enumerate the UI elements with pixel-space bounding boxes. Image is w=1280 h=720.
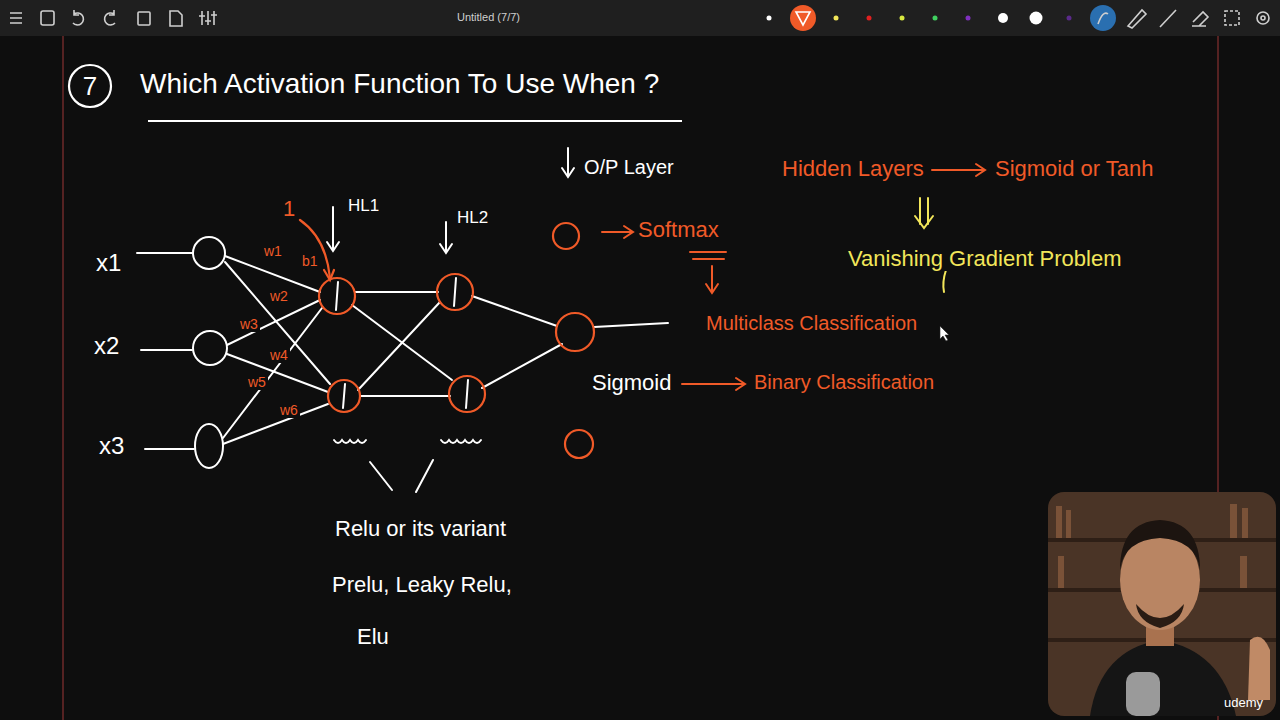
webcam-presenter: [1048, 492, 1276, 716]
layer-name: O/P Layer: [582, 156, 676, 179]
neural-network: [137, 148, 668, 492]
page-margins: [63, 36, 1218, 720]
bias-label: b1: [300, 253, 320, 269]
title-underline: [148, 120, 682, 122]
note-text: Prelu, Leaky Relu,: [330, 572, 514, 597]
task-name: Binary Classification: [752, 371, 936, 394]
annotation-arrows: [602, 164, 985, 390]
input-label: x2: [92, 332, 121, 360]
note-text: Elu: [355, 624, 391, 649]
note-text: Relu or its variant: [333, 516, 508, 541]
watermark: udemy: [1222, 696, 1265, 711]
input-label: x1: [94, 249, 123, 277]
layer-name: HL2: [455, 208, 490, 228]
layer-name: HL1: [346, 196, 381, 216]
note-text: Vanishing Gradient Problem: [846, 246, 1124, 271]
section-number: 7: [83, 73, 97, 99]
activation-name: Softmax: [636, 217, 721, 242]
bias-input: 1: [281, 196, 297, 221]
mouse-cursor: [940, 326, 949, 341]
weight-label: w3: [238, 316, 260, 332]
note-text: Sigmoid or Tanh: [993, 156, 1156, 181]
window-title: Untitled (7/7): [455, 11, 522, 24]
section-number-circle: 7: [67, 63, 113, 109]
weight-label: w2: [268, 288, 290, 304]
toolbar: [0, 0, 1280, 36]
task-name: Multiclass Classification: [704, 312, 919, 335]
weight-label: w5: [246, 374, 268, 390]
weight-label: w6: [278, 402, 300, 418]
weight-label: w4: [268, 347, 290, 363]
note-text: Hidden Layers: [780, 156, 926, 181]
weight-label: w1: [262, 243, 284, 259]
slide-title: Which Activation Function To Use When ?: [140, 68, 659, 100]
activation-name: Sigmoid: [590, 370, 673, 395]
input-label: x3: [97, 432, 126, 460]
